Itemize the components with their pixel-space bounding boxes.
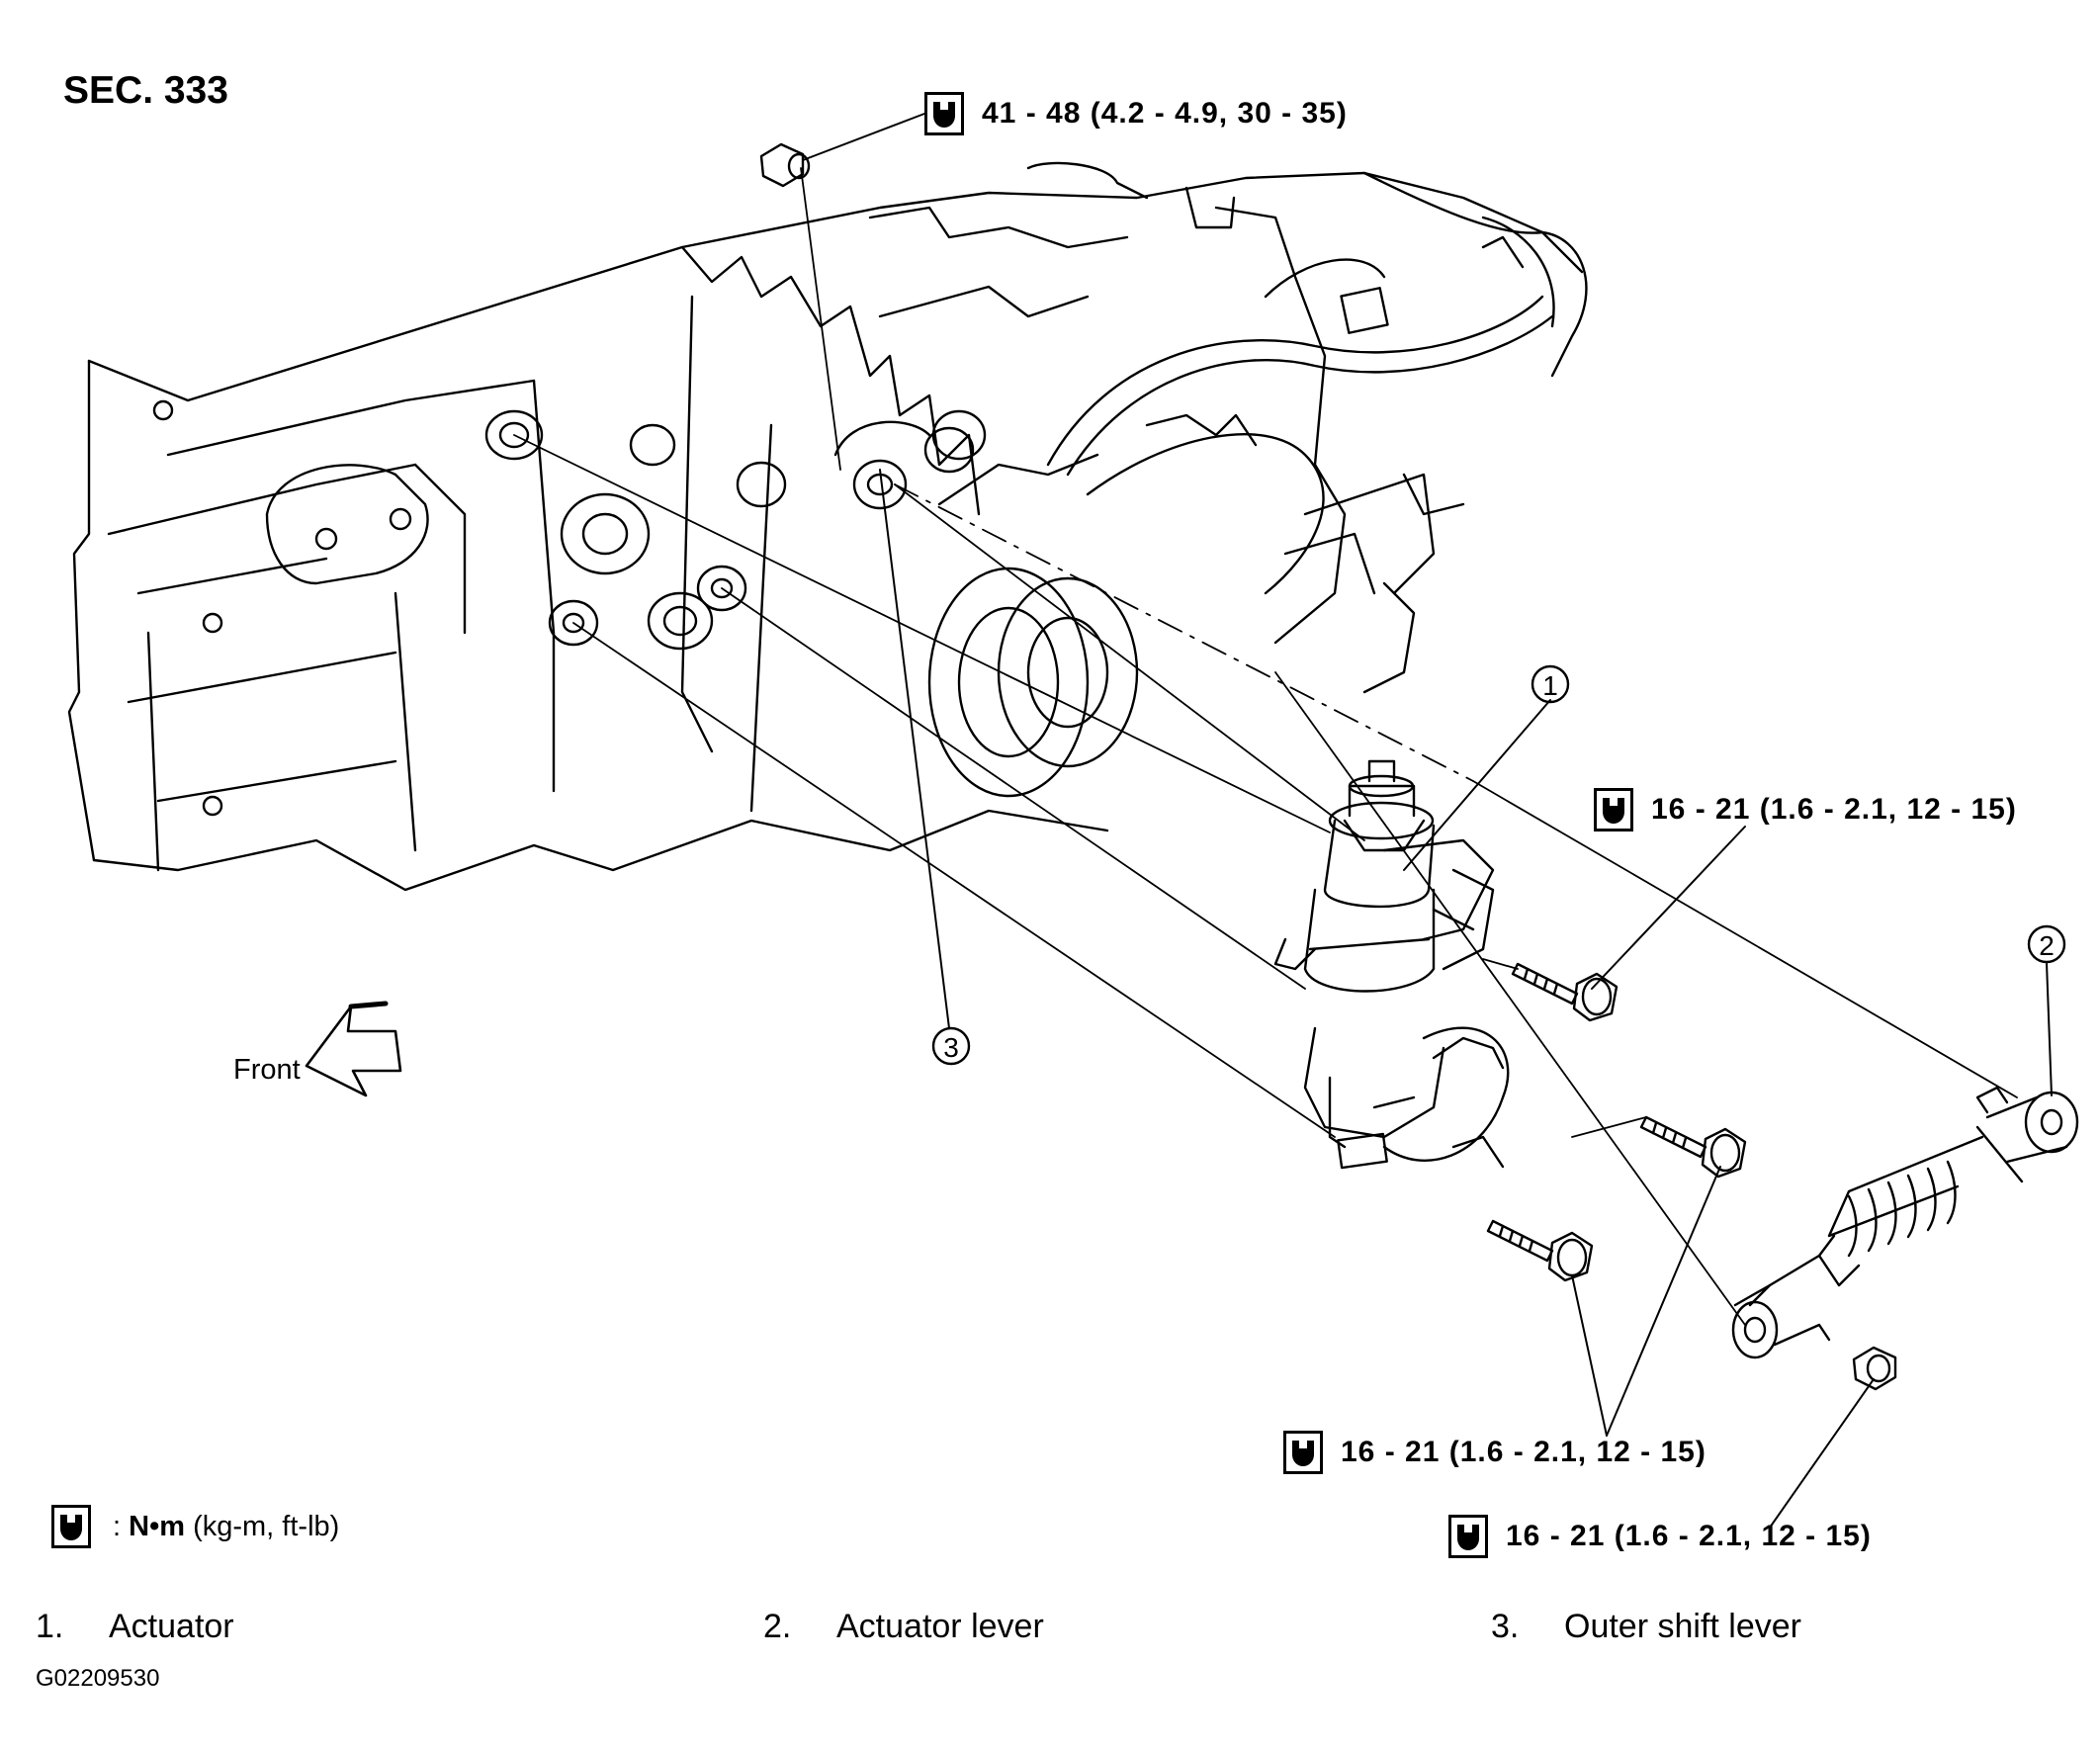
leader-lines — [802, 113, 2053, 1529]
bolt-bottom-nut — [1852, 1346, 1897, 1391]
bolt-lower — [1486, 1219, 1594, 1282]
tightening-torque-icon — [51, 1505, 91, 1548]
torque-units-legend: : N•m (kg-m, ft-lb) — [51, 1505, 339, 1548]
svg-text:2: 2 — [2039, 930, 2055, 961]
tightening-torque-icon — [1594, 788, 1633, 831]
torque-value: 41 - 48 (4.2 - 4.9, 30 - 35) — [982, 97, 1348, 130]
actuator-assembly — [1273, 759, 1510, 1170]
part-number: 1. — [36, 1608, 64, 1645]
part-item-1: 1. Actuator — [36, 1610, 234, 1643]
part-name: Actuator lever — [836, 1608, 1044, 1645]
torque-label-right-upper: 16 - 21 (1.6 - 2.1, 12 - 15) — [1594, 788, 2017, 831]
callout-2: 2 — [2027, 924, 2066, 964]
torque-label-middle-lower: 16 - 21 (1.6 - 2.1, 12 - 15) — [1283, 1431, 1706, 1474]
torque-value: 16 - 21 (1.6 - 2.1, 12 - 15) — [1506, 1520, 1872, 1552]
part-item-3: 3. Outer shift lever — [1491, 1610, 1801, 1643]
tightening-torque-icon — [1283, 1431, 1323, 1474]
part-number: 3. — [1491, 1608, 1520, 1645]
part-item-2: 2. Actuator lever — [763, 1610, 1044, 1643]
legend-separator: : — [113, 1510, 122, 1542]
callout-3: 3 — [931, 1026, 971, 1066]
part-name: Outer shift lever — [1564, 1608, 1801, 1645]
torque-value: 16 - 21 (1.6 - 2.1, 12 - 15) — [1341, 1436, 1706, 1468]
svg-text:3: 3 — [943, 1032, 959, 1063]
bolt-middle — [1639, 1115, 1747, 1179]
part-name: Actuator — [109, 1608, 234, 1645]
tightening-torque-icon — [1448, 1515, 1488, 1558]
front-label: Front — [233, 1054, 301, 1086]
torque-label-top: 41 - 48 (4.2 - 4.9, 30 - 35) — [924, 92, 1348, 135]
tightening-torque-icon — [924, 92, 964, 135]
transmission-case — [67, 161, 1588, 892]
callout-1: 1 — [1531, 664, 1570, 704]
section-number: SEC. 333 — [63, 69, 228, 112]
actuator-lever — [1731, 1086, 2079, 1359]
bolt-right-upper — [1511, 962, 1619, 1022]
part-number: 2. — [763, 1608, 792, 1645]
legend-symbol: N•m — [129, 1510, 186, 1542]
legend-units: (kg-m, ft-lb) — [193, 1510, 340, 1542]
svg-text:1: 1 — [1542, 670, 1558, 701]
torque-label-bottom: 16 - 21 (1.6 - 2.1, 12 - 15) — [1448, 1515, 1872, 1558]
bolt-top-nut — [759, 142, 811, 188]
torque-value: 16 - 21 (1.6 - 2.1, 12 - 15) — [1651, 793, 2017, 826]
exploded-view-guide-lines — [513, 167, 2018, 1326]
figure-id: G02209530 — [36, 1665, 160, 1692]
bolts — [759, 142, 1897, 1391]
front-direction-arrow — [305, 1005, 402, 1097]
